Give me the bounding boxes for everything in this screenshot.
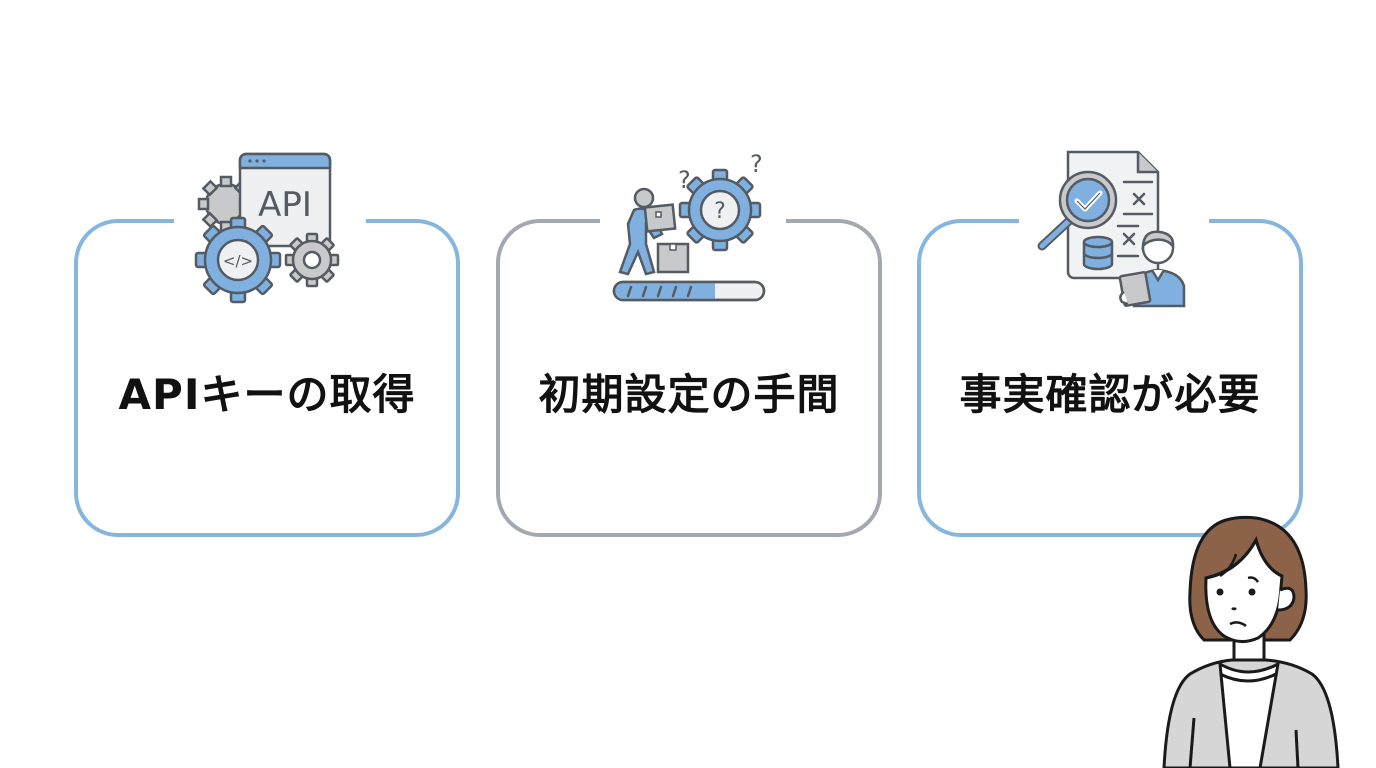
card-title: APIキーの取得: [118, 370, 416, 419]
worried-woman-icon: [1162, 515, 1340, 768]
svg-text:API: API: [258, 185, 312, 225]
svg-text:?: ?: [750, 150, 763, 178]
card-title: 初期設定の手間: [538, 370, 840, 419]
svg-text:?: ?: [714, 199, 726, 224]
setup-worker-gear-icon: ? ? ?: [612, 150, 766, 302]
card-title: 事実確認が必要: [959, 370, 1261, 419]
progress-bar-icon: [612, 280, 766, 302]
fact-check-document-icon: [1037, 150, 1186, 308]
api-gears-icon: API </>: [194, 152, 340, 304]
svg-text:</>: </>: [223, 252, 253, 270]
